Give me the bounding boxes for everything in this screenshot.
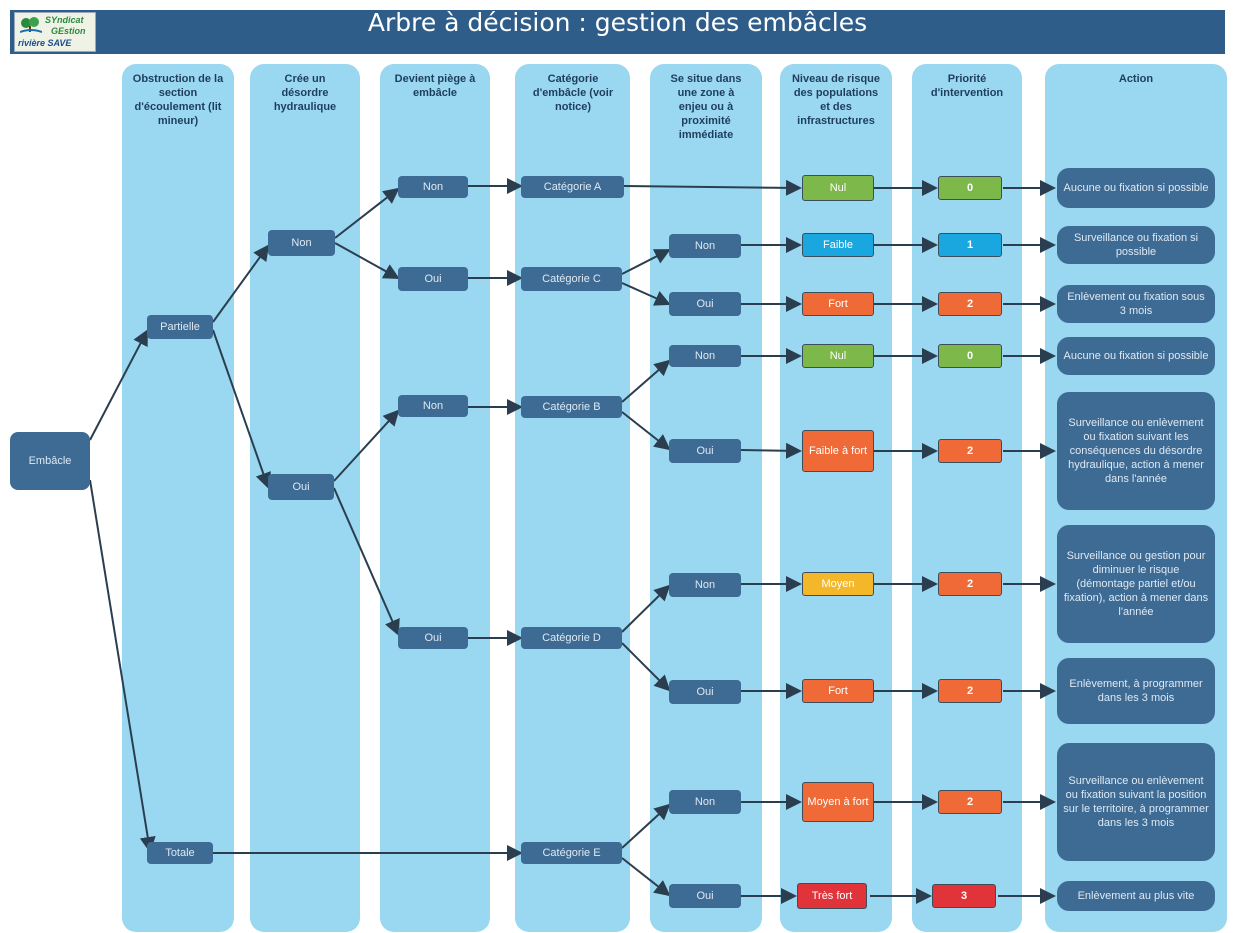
node-piege-non-2: Non bbox=[398, 395, 468, 417]
risk-level-1: Nul bbox=[802, 175, 874, 201]
node-categorie-c: Catégorie C bbox=[521, 267, 622, 291]
risk-level-6: Moyen bbox=[802, 572, 874, 596]
risk-level-4: Nul bbox=[802, 344, 874, 368]
header-priorite: Priorité d'intervention bbox=[930, 73, 1004, 99]
action-box-1: Aucune ou fixation si possible bbox=[1057, 168, 1215, 208]
priority-level-8: 2 bbox=[938, 790, 1002, 814]
column-piege bbox=[380, 64, 490, 932]
node-zone-b-oui: Oui bbox=[669, 439, 741, 463]
action-box-3: Enlèvement ou fixation sous 3 mois bbox=[1057, 285, 1215, 323]
node-piege-oui-1: Oui bbox=[398, 267, 468, 291]
logo-text-syndicat: SYndicat bbox=[45, 15, 84, 25]
node-desordre-non: Non bbox=[268, 230, 335, 256]
node-zone-c-non: Non bbox=[669, 234, 741, 258]
page-title: Arbre à décision : gestion des embâcles bbox=[367, 8, 868, 37]
node-zone-d-oui: Oui bbox=[669, 680, 741, 704]
risk-level-9: Très fort bbox=[797, 883, 867, 909]
risk-level-7: Fort bbox=[802, 679, 874, 703]
tree-icon bbox=[20, 17, 42, 33]
risk-level-3: Fort bbox=[802, 292, 874, 316]
node-zone-e-oui: Oui bbox=[669, 884, 741, 908]
node-piege-oui-2: Oui bbox=[398, 627, 468, 649]
node-zone-b-non: Non bbox=[669, 345, 741, 367]
risk-level-2: Faible bbox=[802, 233, 874, 257]
header-risque: Niveau de risque des populations et des … bbox=[791, 73, 881, 127]
header-categorie: Catégorie d'embâcle (voir notice) bbox=[532, 73, 614, 113]
action-box-2: Surveillance ou fixation si possible bbox=[1057, 226, 1215, 264]
node-categorie-e: Catégorie E bbox=[521, 842, 622, 864]
header-desordre: Crée un désordre hydraulique bbox=[273, 73, 337, 113]
node-zone-d-non: Non bbox=[669, 573, 741, 597]
priority-level-7: 2 bbox=[938, 679, 1002, 703]
node-piege-non-1: Non bbox=[398, 176, 468, 198]
priority-level-4: 0 bbox=[938, 344, 1002, 368]
header-action: Action bbox=[1118, 73, 1154, 85]
priority-level-2: 1 bbox=[938, 233, 1002, 257]
syndicat-logo: SYndicat GEstion rivière SAVE bbox=[14, 12, 96, 52]
risk-level-5: Faible à fort bbox=[802, 430, 874, 472]
header-obstruction: Obstruction de la section d'écoulement (… bbox=[132, 73, 224, 127]
logo-text-save: rivière SAVE bbox=[18, 38, 72, 48]
column-priorite bbox=[912, 64, 1022, 932]
node-desordre-oui: Oui bbox=[268, 474, 334, 500]
column-categorie bbox=[515, 64, 630, 932]
action-box-6: Surveillance ou gestion pour diminuer le… bbox=[1057, 525, 1215, 643]
action-box-5: Surveillance ou enlèvement ou fixation s… bbox=[1057, 392, 1215, 510]
priority-level-5: 2 bbox=[938, 439, 1002, 463]
priority-level-9: 3 bbox=[932, 884, 996, 908]
node-partielle: Partielle bbox=[147, 315, 213, 339]
node-categorie-d: Catégorie D bbox=[521, 627, 622, 649]
node-categorie-b: Catégorie B bbox=[521, 396, 622, 418]
title-bar: SYndicat GEstion rivière SAVE bbox=[10, 10, 1225, 54]
header-zone: Se situe dans une zone à enjeu ou à prox… bbox=[670, 73, 742, 141]
node-zone-c-oui: Oui bbox=[669, 292, 741, 316]
priority-level-3: 2 bbox=[938, 292, 1002, 316]
node-zone-e-non: Non bbox=[669, 790, 741, 814]
logo-text-gestion: GEstion bbox=[51, 26, 86, 36]
action-box-7: Enlèvement, à programmer dans les 3 mois bbox=[1057, 658, 1215, 724]
risk-level-8: Moyen à fort bbox=[802, 782, 874, 822]
node-totale: Totale bbox=[147, 842, 213, 864]
header-piege: Devient piège à embâcle bbox=[394, 73, 476, 99]
priority-level-6: 2 bbox=[938, 572, 1002, 596]
column-zone bbox=[650, 64, 762, 932]
node-categorie-a: Catégorie A bbox=[521, 176, 624, 198]
action-box-9: Enlèvement au plus vite bbox=[1057, 881, 1215, 911]
priority-level-1: 0 bbox=[938, 176, 1002, 200]
action-box-8: Surveillance ou enlèvement ou fixation s… bbox=[1057, 743, 1215, 861]
action-box-4: Aucune ou fixation si possible bbox=[1057, 337, 1215, 375]
node-embacle: Embâcle bbox=[10, 432, 90, 490]
